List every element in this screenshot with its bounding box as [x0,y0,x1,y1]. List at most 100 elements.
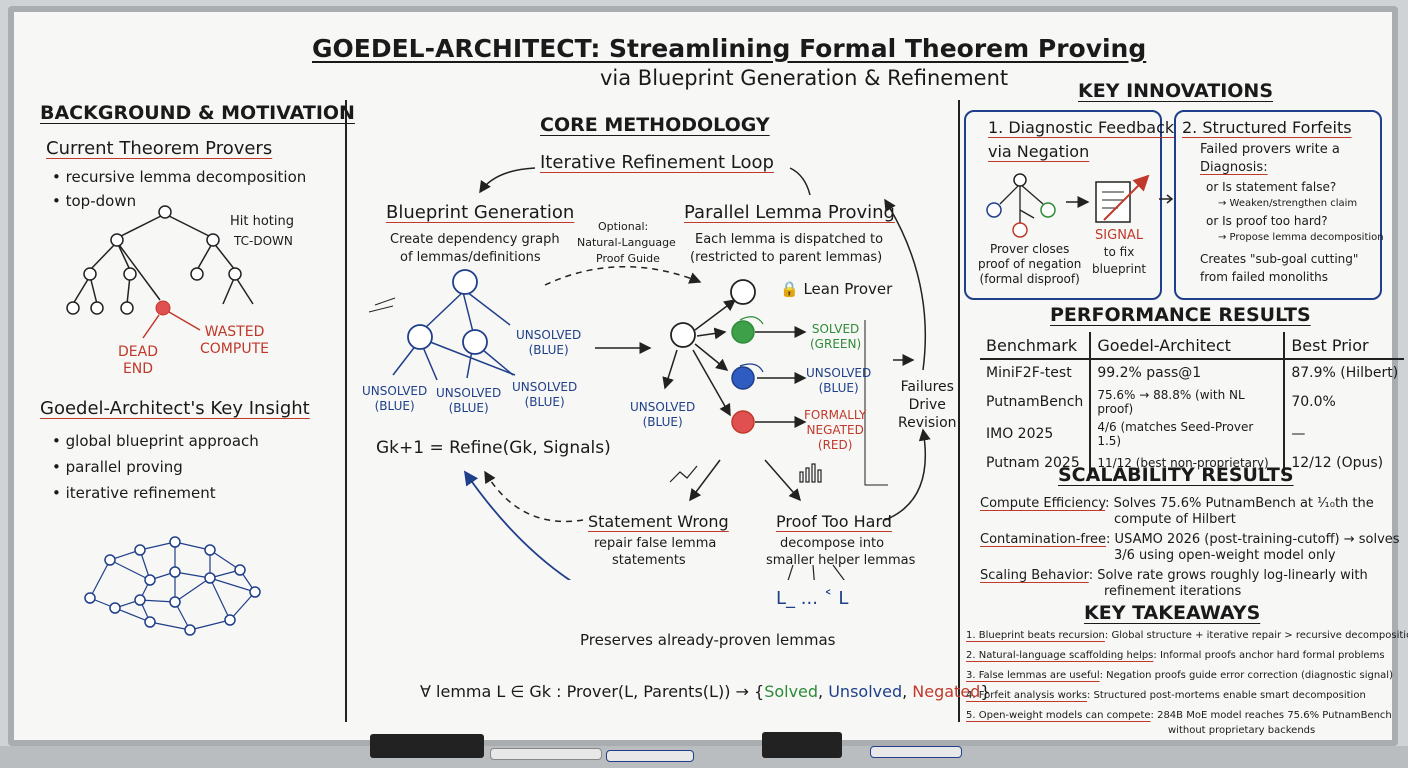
blueprint-heading: Blueprint Generation [386,202,575,223]
box1-caption-2: proof of negation [978,257,1082,271]
takeaways-heading: KEY TAKEAWAYS [1084,602,1261,624]
box1-signal-2: to fix [1103,245,1135,259]
innovation-box-2 [1174,110,1382,300]
scalability-item-1: Compute Efficiency: Solves 75.6% PutnamB… [980,496,1374,511]
box1-title-2: via Negation [988,142,1090,161]
wasted-compute-label: WASTED COMPUTE [200,324,269,357]
box1-caption-3: (formal disproof) [979,272,1080,286]
background-heading: BACKGROUND & MOTIVATION [40,102,355,124]
optional-1: Optional: [598,220,649,233]
negated-label-1: FORMALLY [804,408,867,422]
unsolved-label-e-2: (BLUE) [818,381,859,395]
hit-label: Hit hoting [230,214,295,229]
box1-title-1: 1. Diagnostic Feedback [988,118,1175,137]
box2-line-2: Diagnosis: [1200,160,1268,175]
unsolved-label-e-1: UNSOLVED [806,366,872,380]
unsolved-label-b: UNSOLVED(BLUE) [436,386,501,416]
recursive-tree-diagram [66,205,254,339]
title-main-text: GOEDEL-ARCHITECT: Streamlining Formal Th… [312,34,1147,63]
scalability-text-2: : USAMO 2026 (post-training-cutoff) → so… [1106,532,1400,547]
topdown-label: TC-DOWN [234,234,293,248]
formula-sep1: , [818,682,829,701]
background-bullet-1: • recursive lemma decomposition [52,168,307,186]
background-bullet-2-text: top-down [65,192,137,210]
marker-blue [606,750,694,762]
insight-bullet-1: • global blueprint approach [52,432,259,450]
optional-3: Proof Guide [596,252,660,265]
scalability-item-2: Contamination-free: USAMO 2026 (post-tra… [980,532,1400,547]
unsolved-label-d-2: (BLUE) [642,415,683,429]
dead-end-label: DEAD END [118,344,158,377]
divider-left [345,100,347,722]
optional-2: Natural-Language [577,236,676,249]
innovation-arrow [1159,194,1174,204]
scalability-text-1: : Solves 75.6% PutnamBench at ¹⁄₁₀th the [1105,496,1374,511]
table-cell: 70.0% [1291,394,1336,410]
dead-end-node [155,300,171,316]
unsolved-label-a-1: UNSOLVED [362,384,428,398]
blueprint-desc-2: of lemmas/definitions [400,250,541,265]
scalability-text-3b: refinement iterations [1104,584,1242,599]
proof-desc-1: decompose into [780,536,885,551]
unsolved-label-c-2: (BLUE) [524,395,565,409]
divider-right [958,100,960,722]
box2-line-5: or Is proof too hard? [1206,214,1328,228]
negation-diagram [986,173,1150,238]
innovations-heading: KEY INNOVATIONS [1078,80,1274,102]
unsolved-node [731,366,755,390]
takeaway-label-3: 3. False lemmas are useful [966,670,1100,681]
solved-label-1: SOLVED [811,322,860,336]
unsolved-label-b-1: UNSOLVED [436,386,502,400]
takeaway-text-1: : Global structure + iterative repair > … [1104,630,1408,641]
preserves-label: Preserves already-proven lemmas [580,631,836,649]
box2-line-1: Failed provers write a [1200,142,1340,157]
formula-prefix: ∀ lemma L ∈ Gk : Prover(L, Parents(L)) →… [420,682,765,701]
loop-label: Iterative Refinement Loop [540,152,774,173]
scalability-text-1b: compute of Hilbert [1114,512,1236,527]
table-cell: 75.6% → 88.8% (with NL proof) [1090,386,1286,418]
statement-desc-2: statements [612,553,686,568]
takeaway-5b: without proprietary backends [1168,725,1316,736]
table-cell: 11/12 (best non-proprietary) [1090,450,1286,476]
insight-bullet-3: • iterative refinement [52,484,216,502]
unsolved-label-top: UNSOLVED(BLUE) [516,328,581,358]
table-row: MiniF2F-test 99.2% pass@1 87.9% (Hilbert… [980,359,1404,386]
statement-wrong: Statement Wrong [588,512,729,531]
insight-bullet-2: • parallel proving [52,458,183,476]
unsolved-label-b-2: (BLUE) [448,401,489,415]
parallel-desc-2: (restricted to parent lemmas) [690,250,883,265]
refine-formula: Gk+1 = Refine(Gk, Signals) [376,438,611,458]
box2-line-6: → Propose lemma decomposition [1218,232,1384,243]
table-cell: 4/6 (matches Seed-Prover 1.5) [1090,418,1286,450]
performance-heading: PERFORMANCE RESULTS [1050,304,1311,326]
failures-label-3: Revision [898,415,957,431]
prover-formula: ∀ lemma L ∈ Gk : Prover(L, Parents(L)) →… [420,682,991,701]
scalability-item-3: Scaling Behavior: Solve rate grows rough… [980,568,1368,583]
title-line2: via Blueprint Generation & Refinement [600,66,1009,90]
box1-signal-3: blueprint [1092,262,1147,276]
lean-prover: 🔒 Lean Prover [780,280,892,298]
takeaway-3: 3. False lemmas are useful: Negation pro… [966,670,1393,681]
scalability-text-3: : Solve rate grows roughly log-linearly … [1088,568,1368,583]
box2-line-7: Creates "sub-goal cutting" [1200,252,1359,266]
unsolved-label-e: UNSOLVED(BLUE) [806,366,871,396]
unsolved-label-d-1: UNSOLVED [630,400,696,414]
failures-label-1: Failures [900,379,954,395]
takeaway-2: 2. Natural-language scaffolding helps: I… [966,650,1385,661]
insight-bullet-1-text: global blueprint approach [65,432,259,450]
col-best-prior: Best Prior [1284,332,1405,360]
scalability-label-3: Scaling Behavior [980,568,1089,583]
statement-desc-1: repair false lemma [594,536,717,551]
table-cell: 12/12 (Opus) [1291,455,1384,471]
table-header-row: Benchmark Goedel-Architect Best Prior [980,332,1405,360]
table-cell: MiniF2F-test [980,359,1092,386]
unsolved-label-c-1: UNSOLVED [512,380,578,394]
box1-signal-1: SIGNAL [1095,228,1144,243]
takeaway-label-5: 5. Open-weight models can compete [966,710,1151,721]
scalability-label-1: Compute Efficiency [980,496,1106,511]
takeaway-text-3: : Negation proofs guide error correction… [1099,670,1393,681]
title-main: GOEDEL-ARCHITECT: Streamlining Formal Th… [312,34,1146,63]
